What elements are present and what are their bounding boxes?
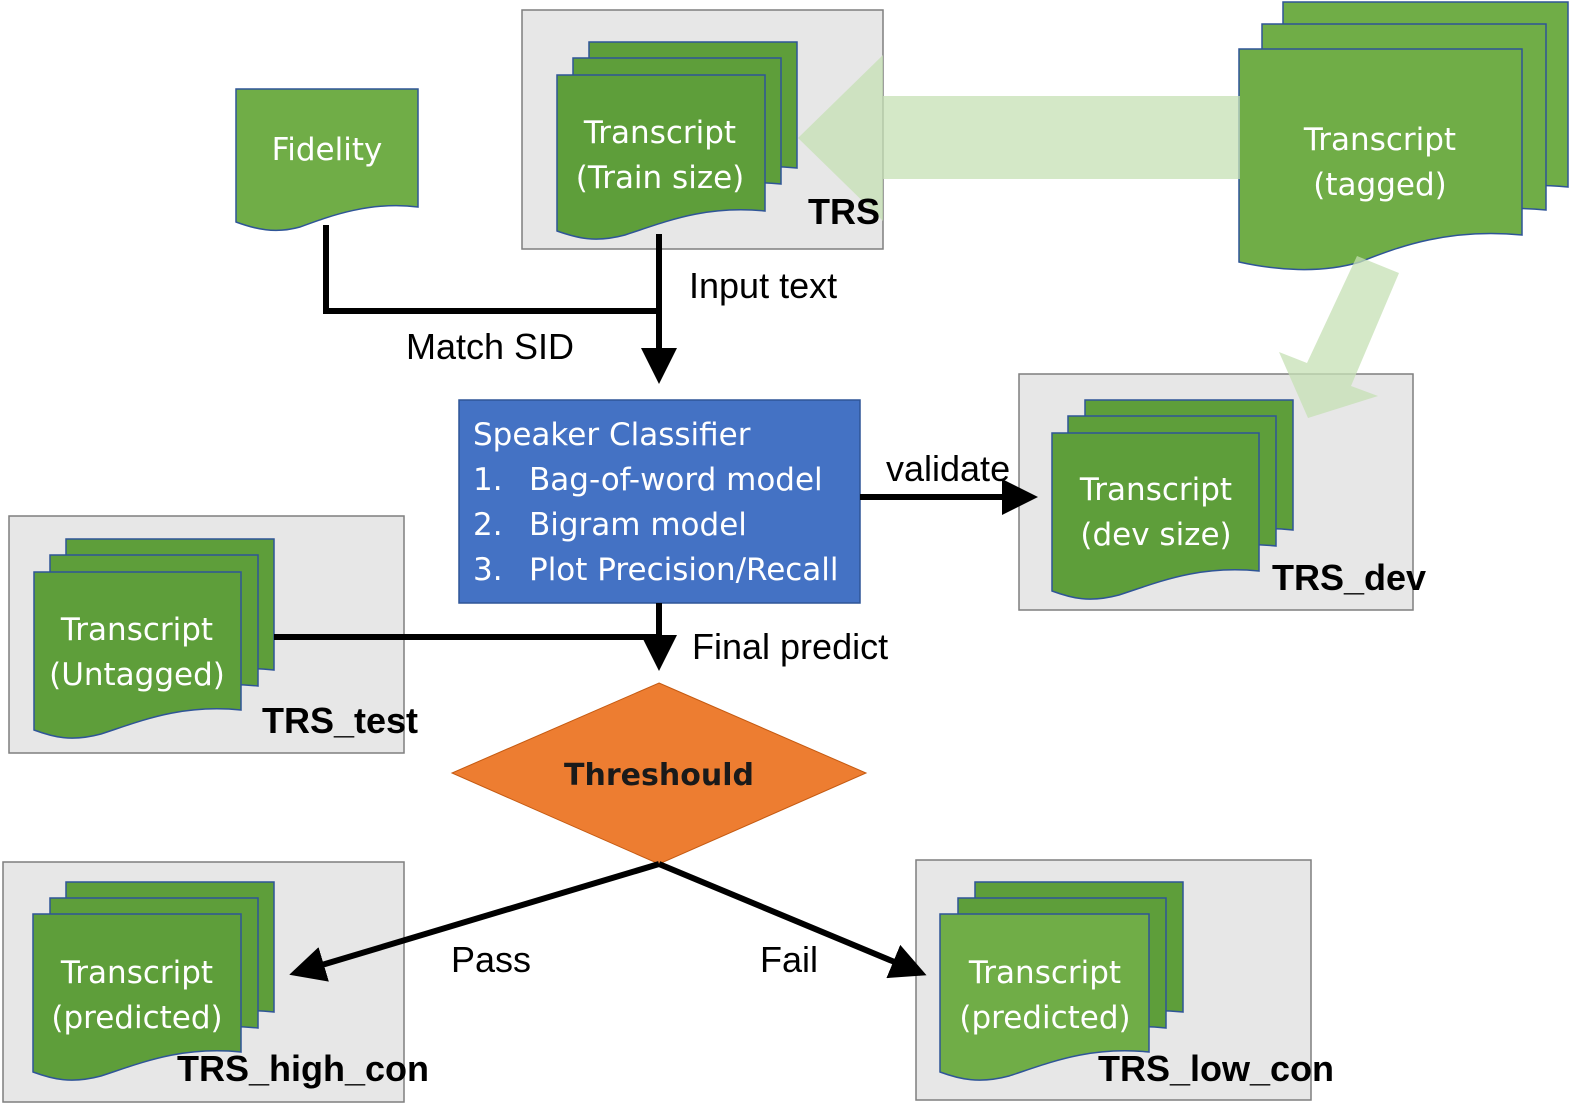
train-transcript-stack: Transcript (Train size) bbox=[556, 41, 798, 240]
classifier-item-3-num: 3. bbox=[473, 552, 503, 588]
classifier-item-2-num: 2. bbox=[473, 507, 503, 543]
test-transcript-line2: (Untagged) bbox=[49, 657, 225, 693]
dev-transcript-line1: Transcript bbox=[1079, 472, 1232, 508]
fidelity-label: Fidelity bbox=[272, 132, 383, 168]
train-transcript-line1: Transcript bbox=[583, 115, 736, 151]
tagged-transcript-line1: Transcript bbox=[1303, 122, 1456, 158]
threshold-diamond: Threshould bbox=[450, 682, 868, 865]
trs-high-con-box-label: TRS_high_con bbox=[177, 1048, 429, 1089]
classifier-item-1-text: Bag-of-word model bbox=[529, 462, 823, 498]
trs-box-label: TRS bbox=[808, 191, 880, 232]
tagged-to-dev-arrow bbox=[1279, 256, 1399, 418]
train-transcript-line2: (Train size) bbox=[576, 160, 745, 196]
test-transcript-stack: Transcript (Untagged) bbox=[33, 538, 275, 739]
classifier-item-2-text: Bigram model bbox=[529, 507, 747, 543]
trs-test-box-label: TRS_test bbox=[262, 700, 418, 741]
fail-arrow bbox=[657, 861, 927, 979]
tagged-transcript-line2: (tagged) bbox=[1313, 167, 1446, 203]
input-text-label: Input text bbox=[689, 265, 837, 306]
fidelity-document: Fidelity bbox=[235, 88, 419, 232]
match-sid-label: Match SID bbox=[406, 326, 574, 367]
fail-label: Fail bbox=[760, 939, 818, 980]
classifier-item-1-num: 1. bbox=[473, 462, 503, 498]
speaker-classifier-box: Speaker Classifier 1. Bag-of-word model … bbox=[458, 399, 861, 604]
tagged-to-train-arrow bbox=[798, 55, 1240, 221]
low-con-transcript-line2: (predicted) bbox=[959, 1000, 1130, 1036]
high-con-transcript-line2: (predicted) bbox=[51, 1000, 222, 1036]
final-predict-label: Final predict bbox=[692, 626, 888, 667]
dev-transcript-line2: (dev size) bbox=[1080, 517, 1231, 553]
classifier-item-3-text: Plot Precision/Recall bbox=[529, 552, 839, 588]
trs-low-con-box-label: TRS_low_con bbox=[1098, 1048, 1334, 1089]
high-con-transcript-line1: Transcript bbox=[60, 955, 213, 991]
dev-transcript-stack: Transcript (dev size) bbox=[1051, 399, 1294, 600]
low-con-transcript-line1: Transcript bbox=[968, 955, 1121, 991]
test-transcript-line1: Transcript bbox=[60, 612, 213, 648]
pass-arrow bbox=[289, 861, 660, 982]
high-con-transcript-stack: Transcript (predicted) bbox=[32, 881, 275, 1081]
low-con-transcript-stack: Transcript (predicted) bbox=[939, 881, 1184, 1081]
threshold-label: Threshould bbox=[564, 758, 754, 793]
trs-dev-box-label: TRS_dev bbox=[1272, 557, 1426, 598]
classifier-title: Speaker Classifier bbox=[473, 417, 751, 453]
fidelity-connector bbox=[323, 225, 659, 314]
pass-label: Pass bbox=[451, 939, 531, 980]
tagged-transcript-stack: Transcript (tagged) bbox=[1238, 1, 1569, 271]
validate-label: validate bbox=[886, 448, 1010, 489]
